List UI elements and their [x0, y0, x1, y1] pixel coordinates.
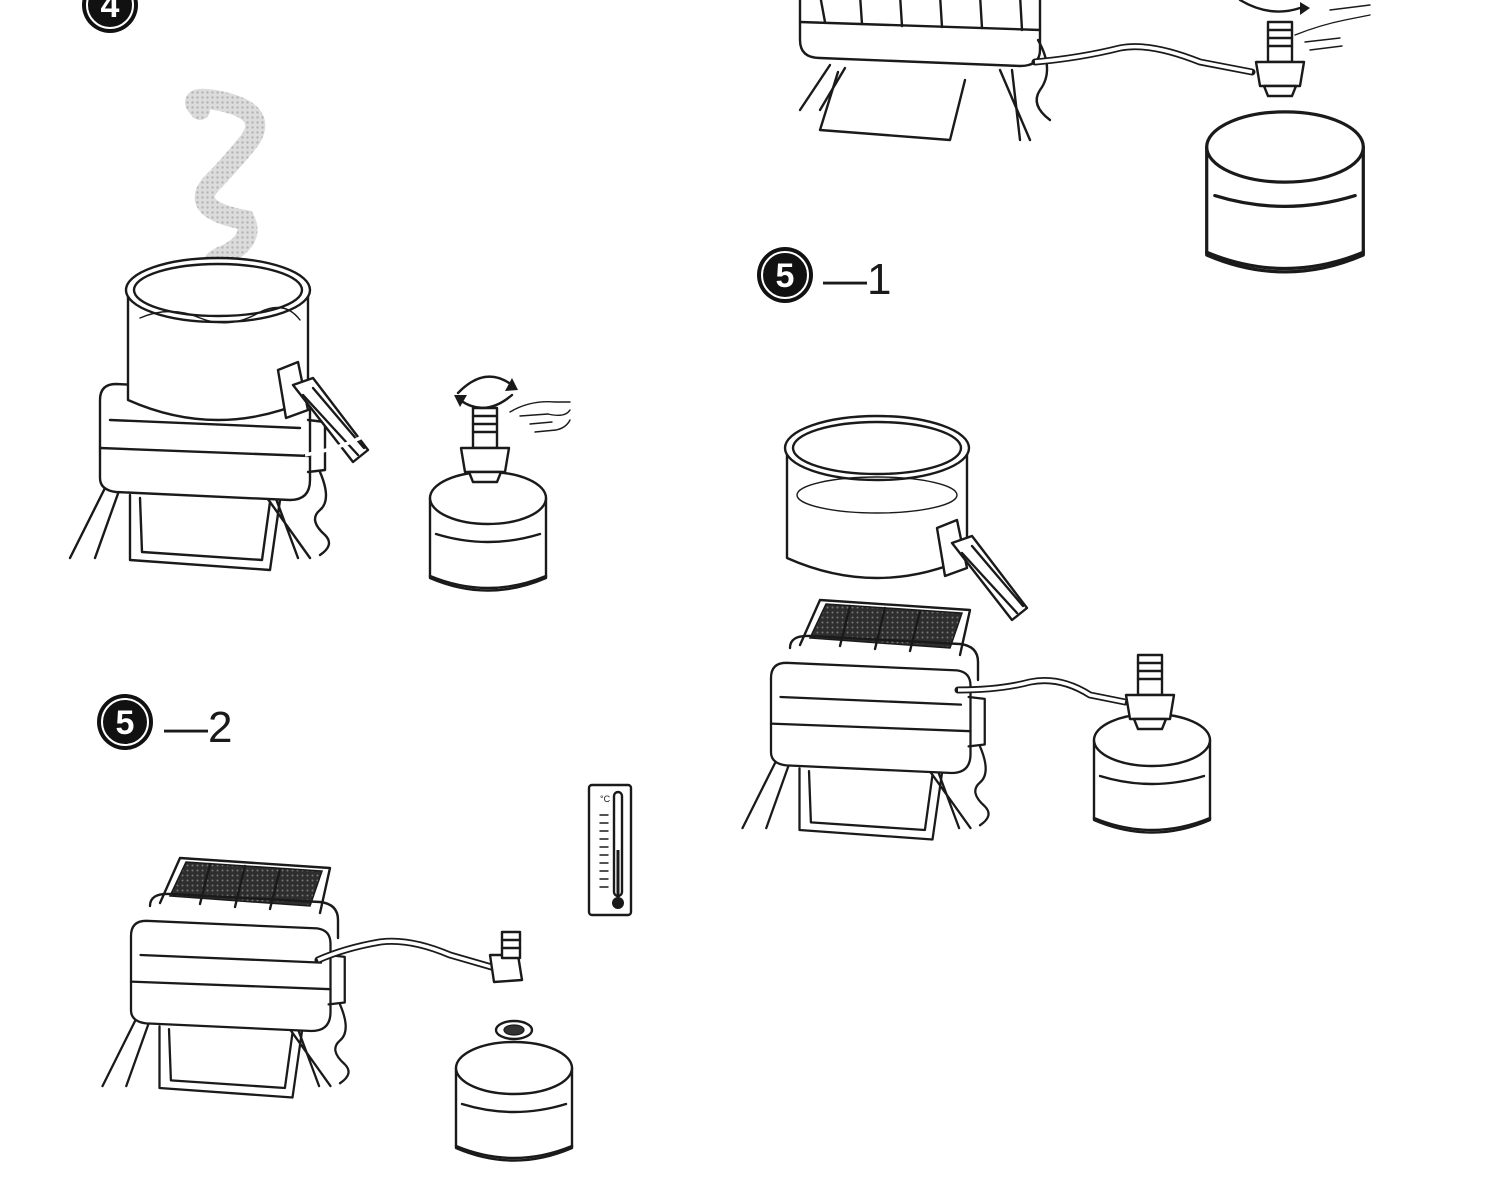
hose-connector-icon — [488, 930, 524, 984]
step-5-1-illustration — [741, 414, 1212, 841]
svg-text:5: 5 — [116, 704, 135, 742]
steam-icon — [185, 88, 266, 285]
step-4b-illustration — [798, 0, 1371, 274]
step-4-badge: 4 — [81, 0, 139, 34]
thermometer-icon: °C — [587, 783, 633, 917]
step-5-1-badge: 5 — [756, 246, 814, 304]
step-5-2-illustration — [101, 856, 574, 1162]
rotate-arrows-icon — [454, 375, 518, 409]
svg-text:5: 5 — [776, 257, 795, 295]
step-5-2-label: —2 — [164, 703, 232, 752]
svg-text:4: 4 — [101, 0, 120, 25]
step-4-illustration — [68, 88, 571, 592]
hand-icon — [509, 401, 571, 433]
step-5-1-label: —1 — [823, 255, 891, 304]
thermometer-unit: °C — [600, 794, 611, 804]
step-5-2-badge: 5 — [96, 693, 154, 751]
